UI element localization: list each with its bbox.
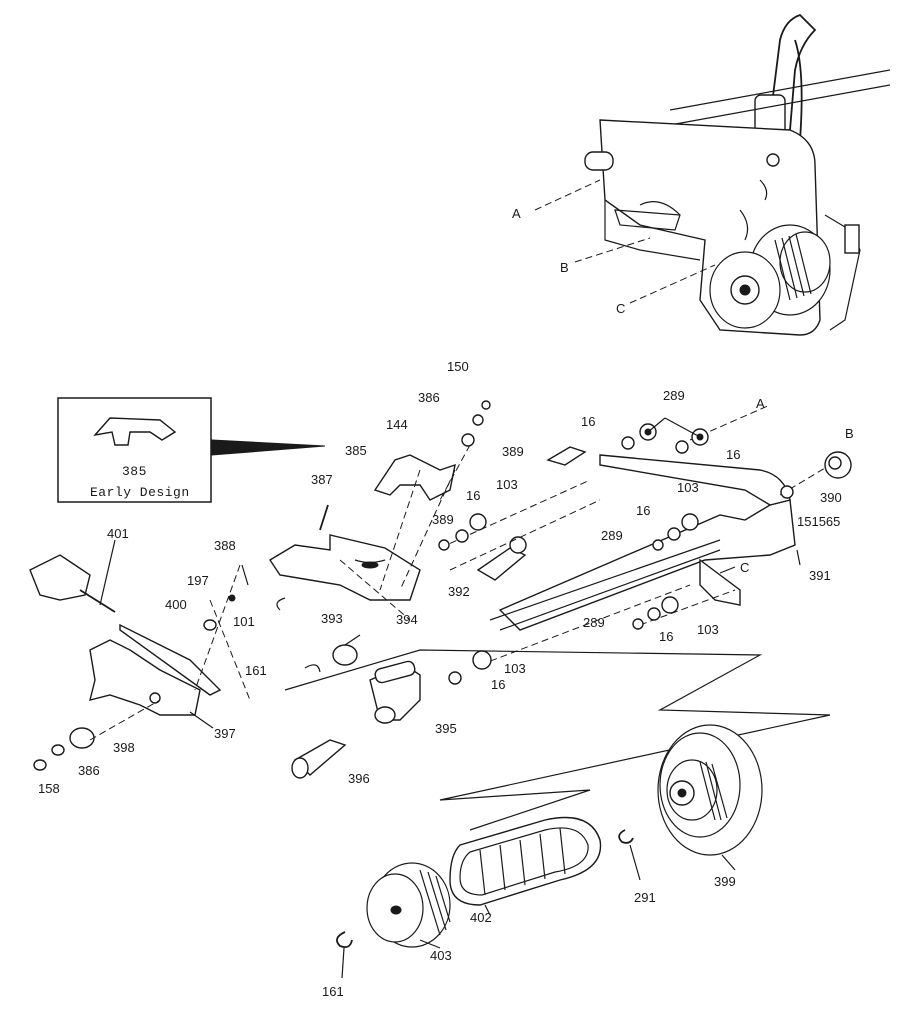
label-388: 388	[214, 538, 236, 553]
assembly-label-b: B	[560, 260, 569, 275]
assembly-label-a: A	[512, 206, 521, 221]
label-386-bottom: 386	[78, 763, 100, 778]
label-396: 396	[348, 771, 370, 786]
inset-early-design: 385 Early Design	[57, 397, 326, 503]
assembly-label-c: C	[616, 301, 625, 316]
label-16-c: 16	[726, 447, 740, 462]
label-158: 158	[38, 781, 60, 796]
label-103-d: 103	[504, 661, 526, 676]
label-b: B	[845, 426, 854, 441]
label-392: 392	[448, 584, 470, 599]
label-402: 402	[470, 910, 492, 925]
label-16-e: 16	[659, 629, 673, 644]
inset-caption: Early Design	[90, 485, 190, 500]
label-289-top: 289	[663, 388, 685, 403]
label-393: 393	[321, 611, 343, 626]
left-lever-group	[29, 400, 831, 831]
label-401: 401	[107, 526, 129, 541]
label-387: 387	[311, 472, 333, 487]
label-16-b: 16	[581, 414, 595, 429]
label-a: A	[756, 396, 765, 411]
label-399: 399	[714, 874, 736, 889]
label-391: 391	[809, 568, 831, 583]
label-291: 291	[634, 890, 656, 905]
label-395: 395	[435, 721, 457, 736]
label-150: 150	[447, 359, 469, 374]
label-289-bottom: 289	[583, 615, 605, 630]
label-151565: 151565	[797, 514, 840, 529]
label-16-a: 16	[466, 488, 480, 503]
right-lever-group	[438, 404, 852, 685]
label-103-b: 103	[677, 480, 699, 495]
label-389-mid: 389	[432, 512, 454, 527]
label-386-top: 386	[418, 390, 440, 405]
label-397: 397	[214, 726, 236, 741]
inset-part-number: 385	[122, 464, 147, 479]
label-161-mid: 161	[245, 663, 267, 678]
label-197: 197	[187, 573, 209, 588]
label-394: 394	[396, 612, 418, 627]
label-c: C	[740, 560, 749, 575]
label-390: 390	[820, 490, 842, 505]
label-389-top: 389	[502, 444, 524, 459]
drive-train	[336, 724, 763, 979]
label-398: 398	[113, 740, 135, 755]
part-labels: 150 386 144 385 387 389 16 103 389 16 28…	[38, 359, 854, 999]
label-16-f: 16	[491, 677, 505, 692]
label-103-c: 103	[697, 622, 719, 637]
label-161-bottom: 161	[322, 984, 344, 999]
label-16-d: 16	[636, 503, 650, 518]
label-101: 101	[233, 614, 255, 629]
assembly-view: A B C	[512, 13, 891, 336]
label-289-mid: 289	[601, 528, 623, 543]
label-400: 400	[165, 597, 187, 612]
label-103-a: 103	[496, 477, 518, 492]
label-385: 385	[345, 443, 367, 458]
label-144: 144	[386, 417, 408, 432]
label-403: 403	[430, 948, 452, 963]
